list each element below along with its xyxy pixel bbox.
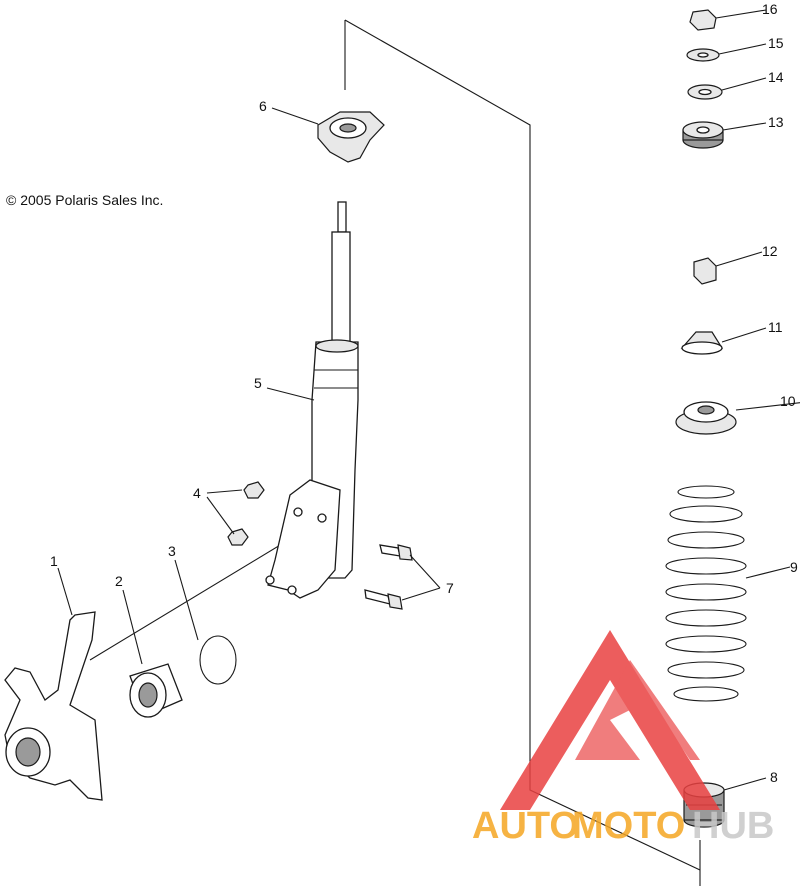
- callout-15: 15: [768, 35, 784, 51]
- part-14-washer: [687, 84, 723, 100]
- callout-10: 10: [780, 393, 796, 409]
- part-10-spring-seat: [675, 401, 737, 435]
- part-6-upper-mount: [317, 111, 385, 163]
- callout-6: 6: [259, 98, 267, 114]
- watermark-text-auto: AUTO: [472, 805, 579, 847]
- part-5-strut: [265, 201, 359, 599]
- automotohub-watermark-logo: AUTO MOTO HUB: [472, 630, 774, 847]
- part-12-nut: [693, 257, 717, 285]
- callout-2: 2: [115, 573, 123, 589]
- part-4-nuts: [227, 481, 265, 546]
- callout-12: 12: [762, 243, 778, 259]
- part-7-bolts: [364, 544, 413, 610]
- watermark-text-moto: MOTO: [572, 805, 685, 847]
- callout-11: 11: [768, 319, 783, 335]
- callout-7: 7: [446, 580, 454, 596]
- part-9-coil-spring: [665, 485, 747, 702]
- part-3-snap-ring: [199, 635, 237, 685]
- copyright-notice: © 2005 Polaris Sales Inc.: [6, 192, 164, 208]
- part-1-knuckle: [4, 611, 103, 801]
- watermark-inner-triangle-icon: [575, 660, 700, 760]
- part-11-jounce-cap: [680, 331, 724, 355]
- part-2-bearing: [129, 663, 183, 718]
- callout-3: 3: [168, 543, 176, 559]
- callout-1: 1: [50, 553, 58, 569]
- callout-4: 4: [193, 485, 201, 501]
- callout-8: 8: [770, 769, 778, 785]
- part-13-bushing: [682, 121, 724, 149]
- callout-9: 9: [790, 559, 798, 575]
- watermark-text-hub: HUB: [692, 805, 774, 847]
- part-15-washer: [686, 48, 720, 62]
- callout-5: 5: [254, 375, 262, 391]
- assembly-frame-lines: [89, 19, 701, 886]
- callout-13: 13: [768, 114, 784, 130]
- part-16-nut: [689, 9, 717, 31]
- callout-leader-lines: [57, 9, 800, 791]
- callout-labels: 1 2 3 4 5 6 7 8 9 10 11 12 13 14 15 16: [50, 1, 798, 785]
- watermark-triangle-icon: [500, 630, 720, 810]
- callout-14: 14: [768, 69, 784, 85]
- callout-16: 16: [762, 1, 778, 17]
